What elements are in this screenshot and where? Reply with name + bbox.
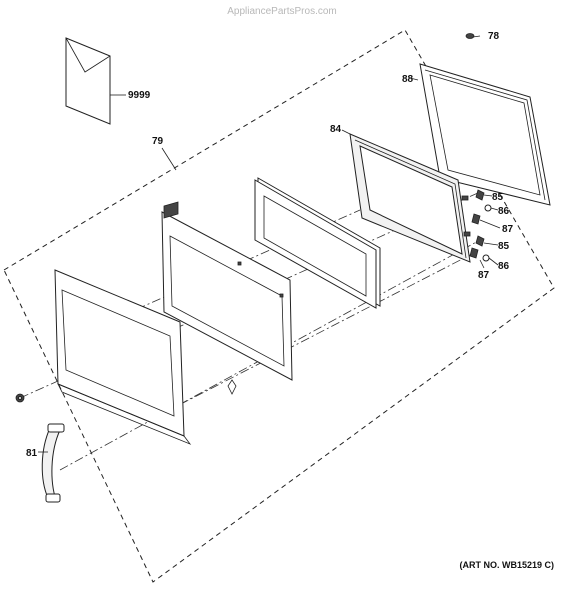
latch-parts-lower xyxy=(469,235,490,262)
choke-frame-part xyxy=(419,63,551,206)
screw-part-78 xyxy=(465,33,481,39)
callout-78: 78 xyxy=(488,31,500,42)
callout-9999: 9999 xyxy=(128,90,151,101)
callout-79: 79 xyxy=(152,136,164,147)
owners-manual-part xyxy=(65,37,111,125)
outer-door-panel-part xyxy=(54,269,192,445)
door-clip-center xyxy=(227,379,237,395)
door-handle-part xyxy=(41,423,65,503)
callout-87-lower: 87 xyxy=(478,270,490,281)
callout-88: 88 xyxy=(402,74,414,85)
latch-parts-upper xyxy=(471,189,492,225)
callout-85-lower: 85 xyxy=(498,241,510,252)
callout-81: 81 xyxy=(26,448,38,459)
callout-84: 84 xyxy=(330,124,342,135)
leader-lines xyxy=(38,77,501,453)
callout-87-upper: 87 xyxy=(502,224,514,235)
art-number-label: (ART NO. WB15219 C) xyxy=(459,560,554,570)
door-screw-left xyxy=(15,393,25,403)
watermark-text: AppliancePartsPros.com xyxy=(227,6,337,17)
callout-85-upper: 85 xyxy=(492,192,504,203)
door-assembly-boundary xyxy=(3,29,555,583)
door-frame-part xyxy=(349,133,471,263)
inner-door-panel-part xyxy=(161,201,293,381)
callout-86-upper: 86 xyxy=(498,206,510,217)
callout-86-lower: 86 xyxy=(498,261,510,272)
window-glass-part xyxy=(254,177,381,309)
